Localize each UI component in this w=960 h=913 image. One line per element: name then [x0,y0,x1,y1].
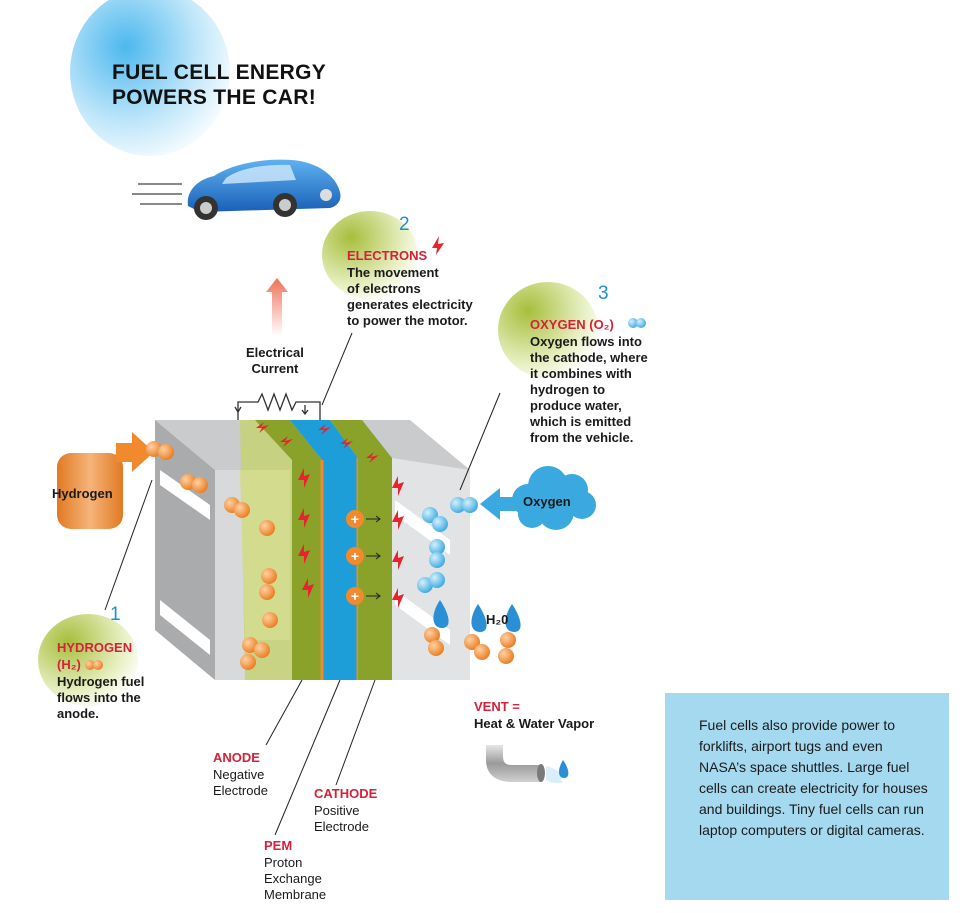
title-blob [70,0,230,156]
current-arrow-icon [266,278,288,336]
water-label: H₂0 [486,612,509,627]
info-box: Fuel cells also provide power to forklif… [665,693,949,900]
h2-molecule-icon [85,660,103,670]
oxygen-molecules [417,497,478,593]
cathode-text: Positive Electrode [314,803,369,834]
vent-heading: VENT = [474,699,520,714]
step-3-number: 3 [598,283,609,304]
water-drop-icon [433,600,521,632]
oxygen-heading: OXYGEN (O₂) [530,317,614,332]
electrons-heading: ELECTRONS [347,248,428,263]
leader-lines [104,332,501,836]
info-text: Fuel cells also provide power to forklif… [699,717,928,838]
electron-bolt-icons [256,236,444,608]
anode-heading: ANODE [213,750,260,765]
car-icon [132,159,341,220]
step-1-blob [38,614,138,706]
step-2-number: 2 [399,214,410,235]
step-2-blob [322,211,418,299]
svg-text:+: + [351,511,359,527]
vent-text: Heat & Water Vapor [474,716,595,731]
page-title: FUEL CELL ENERGY POWERS THE CAR! [112,61,327,109]
oxygen-cloud-icon [480,466,596,530]
step-3-blob [498,282,598,378]
fuel-cell-box [155,420,470,680]
svg-text:+: + [351,588,359,604]
hydrogen-heading: HYDROGEN [57,640,133,655]
oxygen-description: Oxygen flows into the cathode, where it … [530,334,648,445]
pem-heading: PEM [264,838,293,853]
electrons-description: The movement of electrons generates elec… [347,265,473,328]
o2-molecule-icon [628,318,646,328]
hydrogen-molecules [146,441,516,670]
oxygen-cloud-label: Oxygen [523,494,571,509]
hydrogen-tank-icon [57,432,154,529]
svg-text:+: + [351,548,359,564]
cathode-heading: CATHODE [314,786,378,801]
hydrogen-tank-label: Hydrogen [52,486,113,501]
anode-text: Negative Electrode [213,767,268,798]
hydrogen-formula: (H₂) [57,657,81,672]
proton-icons: + + + [346,510,381,605]
vent-pipe-icon [486,745,569,784]
hydrogen-description: Hydrogen fuel flows into the anode. [57,674,145,721]
electrical-current-label: Electrical Current [246,345,304,376]
resistor-icon [234,392,321,420]
step-1-number: 1 [110,604,121,625]
pem-strip [290,420,358,680]
pem-text: Proton Exchange Membrane [264,855,327,902]
